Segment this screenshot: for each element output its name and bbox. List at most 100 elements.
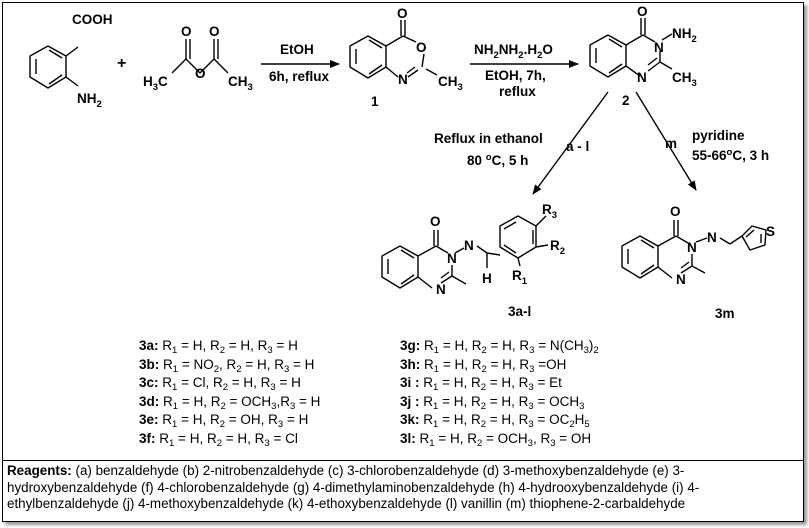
equals: = (241, 356, 257, 372)
substituent: OCH (497, 430, 528, 446)
equals: = (555, 430, 571, 446)
r-symbol: R (209, 412, 220, 427)
product-3m-structure (621, 220, 767, 279)
separator: , (247, 430, 255, 446)
compound-row: 3k: R1 = H, R2 = H, R3 = OC2H5 (400, 412, 590, 430)
product-3a-l-label: 3a-l (508, 304, 531, 319)
equals: = (533, 412, 550, 427)
anhydride-o-top-right: O (209, 24, 220, 39)
equals: = (482, 430, 498, 446)
compound-substituents: R1 = H, R2 = OCH3, R3 = OH (419, 430, 592, 449)
equals: = (283, 412, 299, 427)
r-index: 3 (264, 437, 270, 449)
substituent-subscript: 3 (527, 437, 533, 449)
r-symbol: R (423, 375, 434, 390)
p3a-n1: N (436, 282, 446, 297)
substituent: H (453, 412, 464, 427)
substituent: OCH (549, 393, 580, 409)
r-index: 2 (236, 363, 242, 375)
substituent: H (502, 338, 512, 353)
acetic-anhydride-structure (171, 39, 229, 74)
separator: , (250, 338, 258, 353)
r-index: 1 (169, 437, 175, 449)
r-symbol: R (540, 430, 551, 446)
p3a-h: H (482, 271, 492, 286)
substituent-subscript: 2 (213, 363, 219, 375)
compound-substituents: R1 = H, R2 = H, R3 = OCH3 (423, 393, 585, 412)
substituent: OH (546, 356, 567, 372)
substituent: H (192, 412, 203, 427)
r-symbol: R (274, 356, 284, 372)
step-4-line-1: pyridine (692, 128, 745, 143)
compound-id: 3c: (139, 375, 163, 390)
p3m-imine-n: N (707, 230, 717, 245)
p3m-n3: N (687, 240, 697, 255)
r-symbol: R (424, 356, 434, 372)
equals: = (438, 412, 454, 427)
separator: , (266, 356, 275, 372)
equals: = (439, 338, 455, 353)
equals: = (178, 356, 194, 372)
equals: = (486, 393, 502, 409)
r-symbol: R (254, 430, 265, 446)
separator: , (253, 375, 261, 390)
r-symbol: R (163, 356, 173, 372)
compound-id: 3l: (400, 430, 420, 446)
r-symbol: R (518, 412, 529, 427)
equals: = (225, 338, 241, 353)
r-symbol: R (470, 412, 481, 427)
p3m-s: S (766, 224, 775, 239)
r-symbol: R (268, 412, 278, 427)
r-index: 3 (277, 419, 284, 430)
r-index: 1 (433, 363, 440, 375)
equals: = (275, 375, 292, 390)
equals: = (177, 412, 193, 427)
compound-row: 3l: R1 = H, R2 = OCH3, R3 = OH (400, 430, 592, 449)
r-index: 2 (219, 419, 226, 430)
r-symbol: R (206, 430, 217, 446)
anhydride-o-label: O (195, 66, 206, 81)
r-index: 3 (528, 419, 534, 430)
c2-n3: N (654, 40, 664, 55)
r-index: 3 (289, 400, 296, 412)
reagents-text: (a) benzaldehyde (b) 2-nitrobenzaldehyde… (7, 463, 700, 511)
anthranilic-acid-structure (29, 45, 79, 89)
r-symbol: R (419, 430, 430, 446)
p3a-n3: N (447, 251, 457, 266)
r-symbol: R (280, 393, 290, 409)
p3a-carbonyl-o: O (430, 214, 441, 229)
compound-id: 3h: (400, 356, 425, 372)
separator: , (276, 393, 281, 409)
compound-row: 3h: R1 = H, R2 = H, R3 =OH (400, 356, 567, 375)
substituent: H (502, 356, 512, 372)
equals: = (533, 375, 550, 390)
equals: = (439, 356, 455, 372)
equals: = (289, 356, 305, 372)
r-index: 2 (219, 345, 226, 356)
separator: , (511, 393, 519, 409)
step-3-line-1: Reflux in ethanol (434, 131, 543, 146)
step-1-top: EtOH (280, 42, 314, 57)
compound-row: 3e: R1 = H, R2 = OH, R3 = H (139, 412, 308, 430)
r-index: 3 (528, 400, 534, 412)
r-symbol: R (519, 356, 530, 372)
separator: , (511, 375, 519, 390)
c1-ring-o: O (416, 40, 427, 55)
substituent: Cl (192, 375, 206, 390)
step-2-reagent: NH2NH2.H2O (474, 42, 553, 61)
substituent-subscript: 3 (579, 400, 585, 412)
c1-carbonyl-o: O (397, 6, 408, 21)
compound-row: 3d: R1 = H, R2 = OCH3,R3 = H (139, 393, 320, 412)
r-symbol: R (423, 393, 434, 409)
compound-row: 3b: R1 = NO2, R2 = H, R3 = H (139, 356, 314, 375)
substituent: H (240, 338, 251, 353)
substituent: H (501, 412, 512, 427)
r-symbol: R (519, 338, 530, 353)
compound-1-structure (349, 20, 438, 79)
separator: , (199, 430, 207, 446)
substituent: H (453, 393, 464, 409)
separator: , (464, 338, 472, 353)
substituent: OH (570, 430, 592, 446)
equals: = (174, 430, 190, 446)
substituent: H (237, 430, 248, 446)
